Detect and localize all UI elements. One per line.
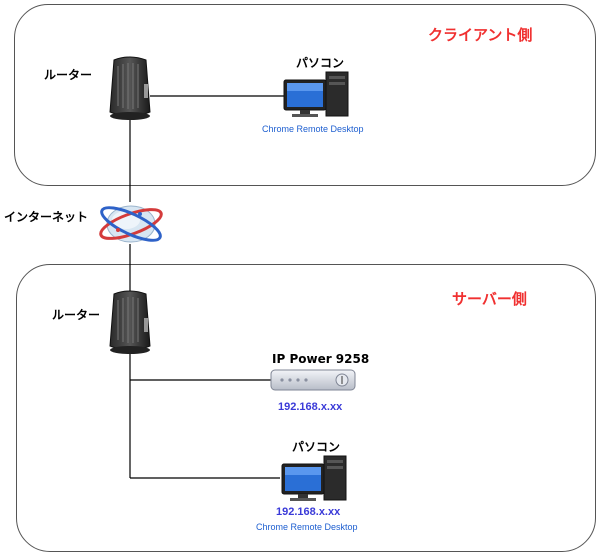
server-pc-ip: 192.168.x.xx bbox=[276, 506, 341, 518]
desktop-computer-icon bbox=[281, 455, 347, 501]
client-router-label: ルーター bbox=[44, 68, 93, 82]
ip-power-device-icon bbox=[270, 369, 356, 391]
client-zone-title: クライアント側 bbox=[428, 26, 533, 44]
desktop-computer-icon bbox=[283, 71, 349, 117]
ippower-label: IP Power 9258 bbox=[272, 352, 370, 366]
client-pc-software: Chrome Remote Desktop bbox=[262, 124, 364, 134]
server-pc-software: Chrome Remote Desktop bbox=[256, 522, 358, 532]
server-pc-label: パソコン bbox=[292, 440, 341, 454]
server-zone-title: サーバー側 bbox=[452, 290, 527, 308]
router-icon bbox=[109, 56, 151, 120]
internet-label: インターネット bbox=[4, 210, 89, 224]
ippower-ip: 192.168.x.xx bbox=[278, 401, 343, 413]
router-icon bbox=[109, 290, 151, 354]
client-pc-label: パソコン bbox=[296, 56, 345, 70]
internet-globe-icon bbox=[99, 205, 163, 243]
server-router-label: ルーター bbox=[52, 308, 101, 322]
